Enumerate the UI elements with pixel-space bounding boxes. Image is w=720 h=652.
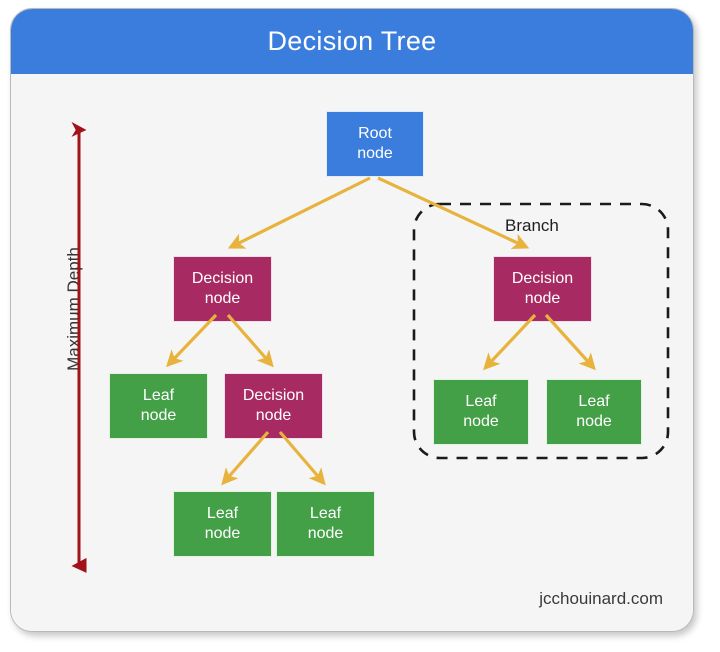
node-leaf-2-line2: node (204, 525, 241, 542)
node-leaf-1-line2: node (140, 407, 177, 424)
node-root-line2: node (357, 145, 393, 162)
node-leaf-3-line2: node (307, 525, 344, 542)
node-leaf-5-line2: node (576, 413, 612, 430)
node-decision-left-line1: Decision (191, 269, 254, 287)
node-leaf-2-line1: Leaf (206, 504, 239, 522)
page-title: Decision Tree (267, 26, 437, 56)
node-decision-left-line2: node (204, 290, 241, 307)
node-decision-left-child-line1: Decision (242, 386, 305, 404)
node-leaf-1[interactable]: Leaf node (109, 373, 208, 439)
node-decision-left[interactable]: Decision node (173, 256, 272, 322)
node-root-line1: Root (358, 124, 392, 142)
node-leaf-5-line1: Leaf (578, 392, 610, 410)
node-decision-right-line2: node (524, 290, 561, 307)
node-leaf-2[interactable]: Leaf node (173, 491, 272, 557)
node-root[interactable]: Root node (326, 111, 424, 177)
node-leaf-3-line1: Leaf (309, 504, 342, 522)
decision-tree-card: Decision Tree Maximum Depth Branch jccho… (10, 8, 694, 632)
node-decision-left-child[interactable]: Decision node (224, 373, 323, 439)
node-leaf-3[interactable]: Leaf node (276, 491, 375, 557)
node-decision-right-line1: Decision (511, 269, 574, 287)
node-leaf-5[interactable]: Leaf node (546, 379, 642, 445)
watermark: jcchouinard.com (539, 589, 663, 608)
node-leaf-4-line1: Leaf (465, 392, 497, 410)
node-decision-left-child-line2: node (255, 407, 292, 424)
node-decision-right[interactable]: Decision node (493, 256, 592, 322)
node-leaf-4[interactable]: Leaf node (433, 379, 529, 445)
branch-label: Branch (505, 216, 559, 235)
card-header: Decision Tree (11, 9, 693, 74)
node-leaf-1-line1: Leaf (142, 386, 175, 404)
maximum-depth-label: Maximum Depth (64, 247, 83, 371)
node-leaf-4-line2: node (463, 413, 499, 430)
